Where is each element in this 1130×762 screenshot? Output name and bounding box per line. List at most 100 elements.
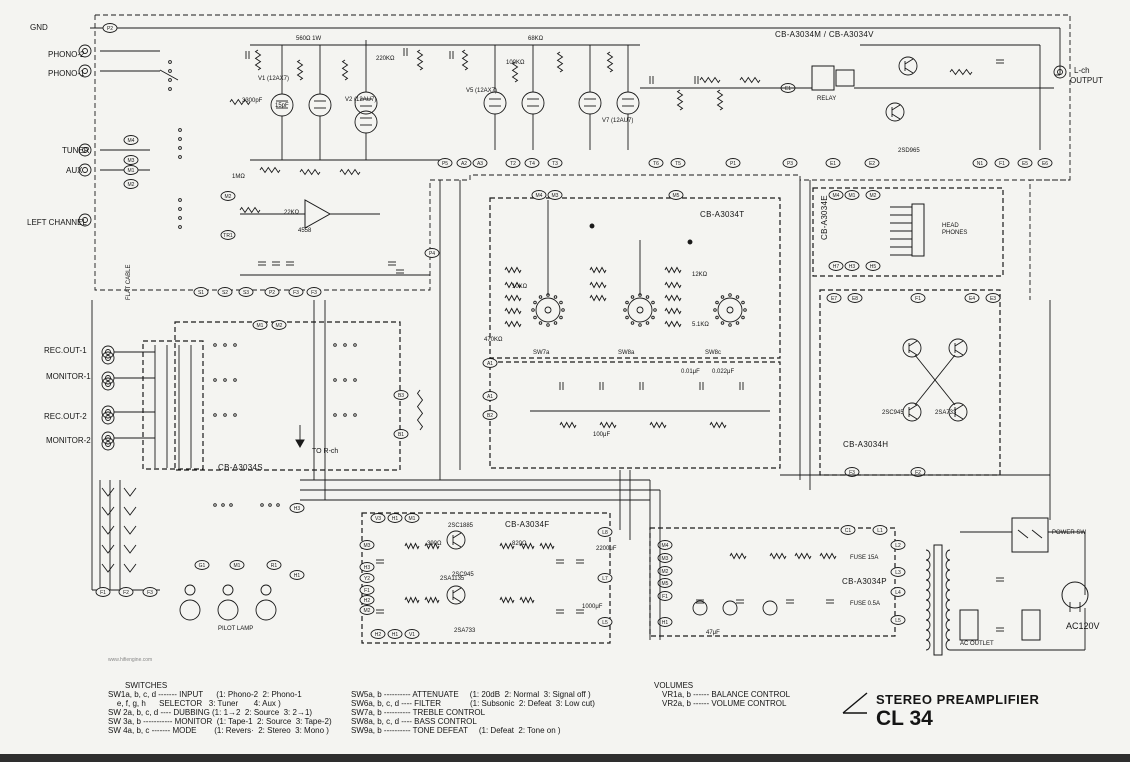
node-e1 <box>825 158 841 168</box>
legend-volume-line: VR2a, b ------ VOLUME CONTROL <box>662 699 787 708</box>
resistor-symbol <box>254 49 262 71</box>
node-m4-label: M4 <box>662 543 669 549</box>
switch-contact <box>178 146 182 150</box>
node-f3 <box>844 467 860 477</box>
node-h1-label: H1 <box>294 573 301 579</box>
node-h3-label: H3 <box>294 506 301 512</box>
resistor-symbol <box>949 68 973 76</box>
transistor-emitter <box>904 67 914 74</box>
arrow-down-icon <box>295 439 305 449</box>
transistor-symbol <box>898 56 918 76</box>
fuse1-label: FUSE 15A <box>850 555 879 561</box>
transistor-collector <box>891 104 901 111</box>
resistor-symbol <box>259 166 281 174</box>
node-p5 <box>437 158 453 168</box>
switch-contact <box>559 300 563 305</box>
node-s1 <box>193 287 209 297</box>
pilot-lamp-icon <box>179 599 201 621</box>
node-m2-label: M2 <box>276 323 283 329</box>
value-label: 0.01μF <box>681 369 700 375</box>
legend-switch-line: SW9a, b ---------- TONE DEFEAT (1: Defea… <box>351 726 561 735</box>
legend-switches-heading: SWITCHES <box>125 681 168 690</box>
node-t5 <box>670 158 686 168</box>
transistor-e-label: 2SA733 <box>935 410 957 416</box>
opamp-symbol <box>304 199 332 229</box>
switch-contact <box>687 239 693 245</box>
transistor-collector <box>452 587 462 594</box>
rca-jack-icon <box>101 437 115 451</box>
node-f2 <box>118 587 134 597</box>
switch-wiper <box>636 306 644 314</box>
schematic-title: STEREO PREAMPLIFIER <box>876 692 1040 707</box>
rca-jack-icon <box>1053 65 1067 79</box>
recout1-label: REC.OUT-1 <box>44 346 87 355</box>
transistor-b-label: 2SC945 <box>452 572 474 578</box>
resistor-symbol <box>589 281 607 289</box>
tone-switch-c-label: SW8c <box>705 350 722 356</box>
node-s1-label: S1 <box>198 290 204 296</box>
rca-jack-icon <box>105 415 111 421</box>
node-a1 <box>482 358 498 368</box>
resistor-symbol <box>499 542 515 550</box>
node-f1 <box>994 158 1010 168</box>
node-h5 <box>865 261 881 271</box>
rca-jack-icon <box>78 163 92 177</box>
node-e6 <box>1037 158 1053 168</box>
resistor-symbol <box>504 266 522 274</box>
value-label: 1000μF <box>582 604 603 610</box>
node-e2-label: E2 <box>869 161 875 167</box>
node-m2-label: M2 <box>870 193 877 199</box>
value-label: 100KΩ <box>506 60 525 66</box>
resistor-symbol <box>599 421 617 429</box>
transformer-winding <box>945 569 951 581</box>
switch-contact <box>630 321 635 325</box>
heater-filament-symbol <box>123 525 137 535</box>
board-tone-outline <box>489 197 781 359</box>
legend-switch-line: SW6a, b, c, d ---- FILTER (1: Subsonic 2… <box>351 699 595 708</box>
value-label: 820Ω <box>512 541 527 547</box>
rca-jack-icon <box>78 44 92 58</box>
resistor-symbol <box>559 421 577 429</box>
node-e4-label: E4 <box>969 296 975 302</box>
rca-jack-icon <box>101 377 115 391</box>
resistor-symbol <box>664 320 682 328</box>
node-s2-label: S2 <box>222 290 228 296</box>
node-tr1-label: TR1 <box>223 233 233 239</box>
node-e7 <box>826 293 842 303</box>
switch-contact <box>268 503 272 507</box>
value-label: 0.022μF <box>712 369 735 375</box>
rotary-switch-symbol <box>627 297 653 323</box>
node-l5-label: L5 <box>895 618 901 624</box>
node-m1-label: M1 <box>234 563 241 569</box>
node-f3-label: F3 <box>147 590 153 596</box>
node-tr1 <box>220 230 236 240</box>
rca-jack-icon <box>105 355 111 361</box>
switch-contact <box>743 308 747 312</box>
ac-outlet-icon <box>1021 609 1041 641</box>
value-label: 15pF <box>275 103 289 109</box>
node-p3 <box>782 158 798 168</box>
pilot-lamp-label: PILOT LAMP <box>218 626 254 632</box>
bridge-rectifier-symbol <box>692 600 708 616</box>
switch-contact <box>538 295 543 299</box>
legend-volume-line: VR1a, b ------ BALANCE CONTROL <box>662 690 791 699</box>
switch-contact <box>213 413 217 417</box>
switch-contact <box>715 300 719 305</box>
rca-jack-icon <box>105 409 111 415</box>
node-e3 <box>985 293 1001 303</box>
left-channel-label: LEFT CHANNEL <box>27 218 87 227</box>
node-h3-label: H3 <box>849 264 856 270</box>
heater-filament-symbol <box>101 506 115 516</box>
node-g1-label: G1 <box>199 563 206 569</box>
node-m2-label: M2 <box>128 182 135 188</box>
node-p1 <box>725 158 741 168</box>
node-a1 <box>482 391 498 401</box>
node-f1-label: F1 <box>100 590 106 596</box>
node-m2-label: M2 <box>662 569 669 575</box>
phono2-label: PHONO-2 <box>48 50 85 59</box>
output-lch-label: L-ch <box>1074 66 1090 75</box>
resistor-symbol <box>589 294 607 302</box>
legend-switch-line: SW5a, b ---------- ATTENUATE (1: 20dB 2:… <box>351 690 591 699</box>
resistor-symbol <box>519 542 535 550</box>
switch-contact <box>178 198 182 202</box>
